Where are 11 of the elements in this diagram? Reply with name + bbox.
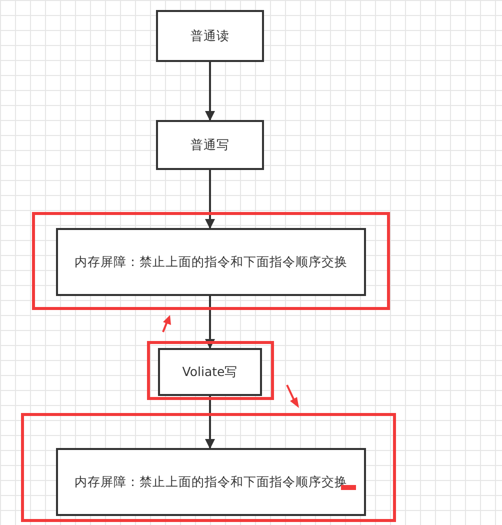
process-box: 普通写: [156, 120, 264, 170]
process-box: 内存屏障：禁止上面的指令和下面指令顺序交换: [56, 228, 366, 296]
process-box: Voliate写: [158, 348, 262, 396]
arrow: [205, 62, 215, 121]
process-box: 普通读: [156, 10, 264, 62]
highlight-frame: [147, 341, 274, 400]
highlight-frame: [32, 212, 390, 310]
highlight-frame: [21, 413, 396, 522]
arrow: [205, 170, 215, 229]
arrow: [205, 396, 215, 449]
arrow: [205, 296, 215, 349]
